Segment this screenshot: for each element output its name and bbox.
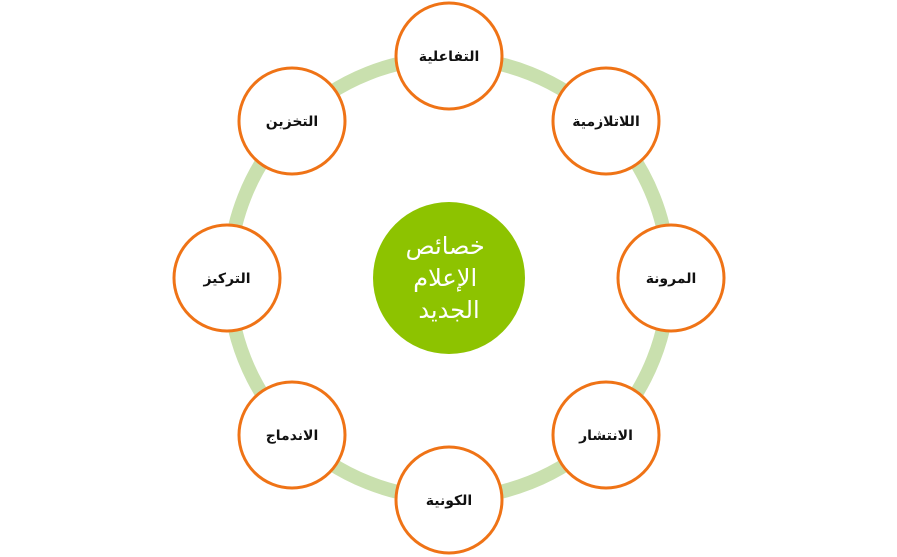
- node-circle: [172, 223, 282, 333]
- center-title-line-2: الإعلام: [413, 264, 477, 292]
- node-circle: [616, 223, 726, 333]
- node-label: الكونية: [426, 493, 472, 509]
- outer-nodes: التفاعلية اللاتلازمية المرونة الانتشار الكون…: [172, 1, 726, 555]
- node-1: التفاعلية: [394, 1, 504, 111]
- node-3: المرونة: [616, 223, 726, 333]
- node-label: التركيز: [202, 271, 250, 287]
- node-2: اللاتلازمية: [551, 66, 661, 176]
- center-hub: خصائص الإعلام الجديد: [373, 202, 525, 354]
- node-7: التركيز: [172, 223, 282, 333]
- node-4: الانتشار: [551, 380, 661, 490]
- center-title: خصائص الإعلام الجديد: [406, 232, 493, 324]
- node-circle: [394, 1, 504, 111]
- node-5: الكونية: [394, 445, 504, 555]
- center-title-line-1: خصائص: [406, 232, 485, 260]
- node-label: التفاعلية: [419, 49, 480, 65]
- node-circle: [237, 66, 347, 176]
- node-circle: [237, 380, 347, 490]
- node-circle: [394, 445, 504, 555]
- node-label: اللاتلازمية: [572, 114, 640, 130]
- node-circle: [551, 380, 661, 490]
- node-8: التخزين: [237, 66, 347, 176]
- node-label: الانتشار: [578, 428, 633, 444]
- node-label: الاندماج: [266, 428, 319, 444]
- node-label: التخزين: [266, 114, 318, 130]
- center-circle: [373, 202, 525, 354]
- node-circle: [551, 66, 661, 176]
- center-title-line-3: الجديد: [418, 296, 479, 324]
- node-label: المرونة: [646, 271, 697, 287]
- node-6: الاندماج: [237, 380, 347, 490]
